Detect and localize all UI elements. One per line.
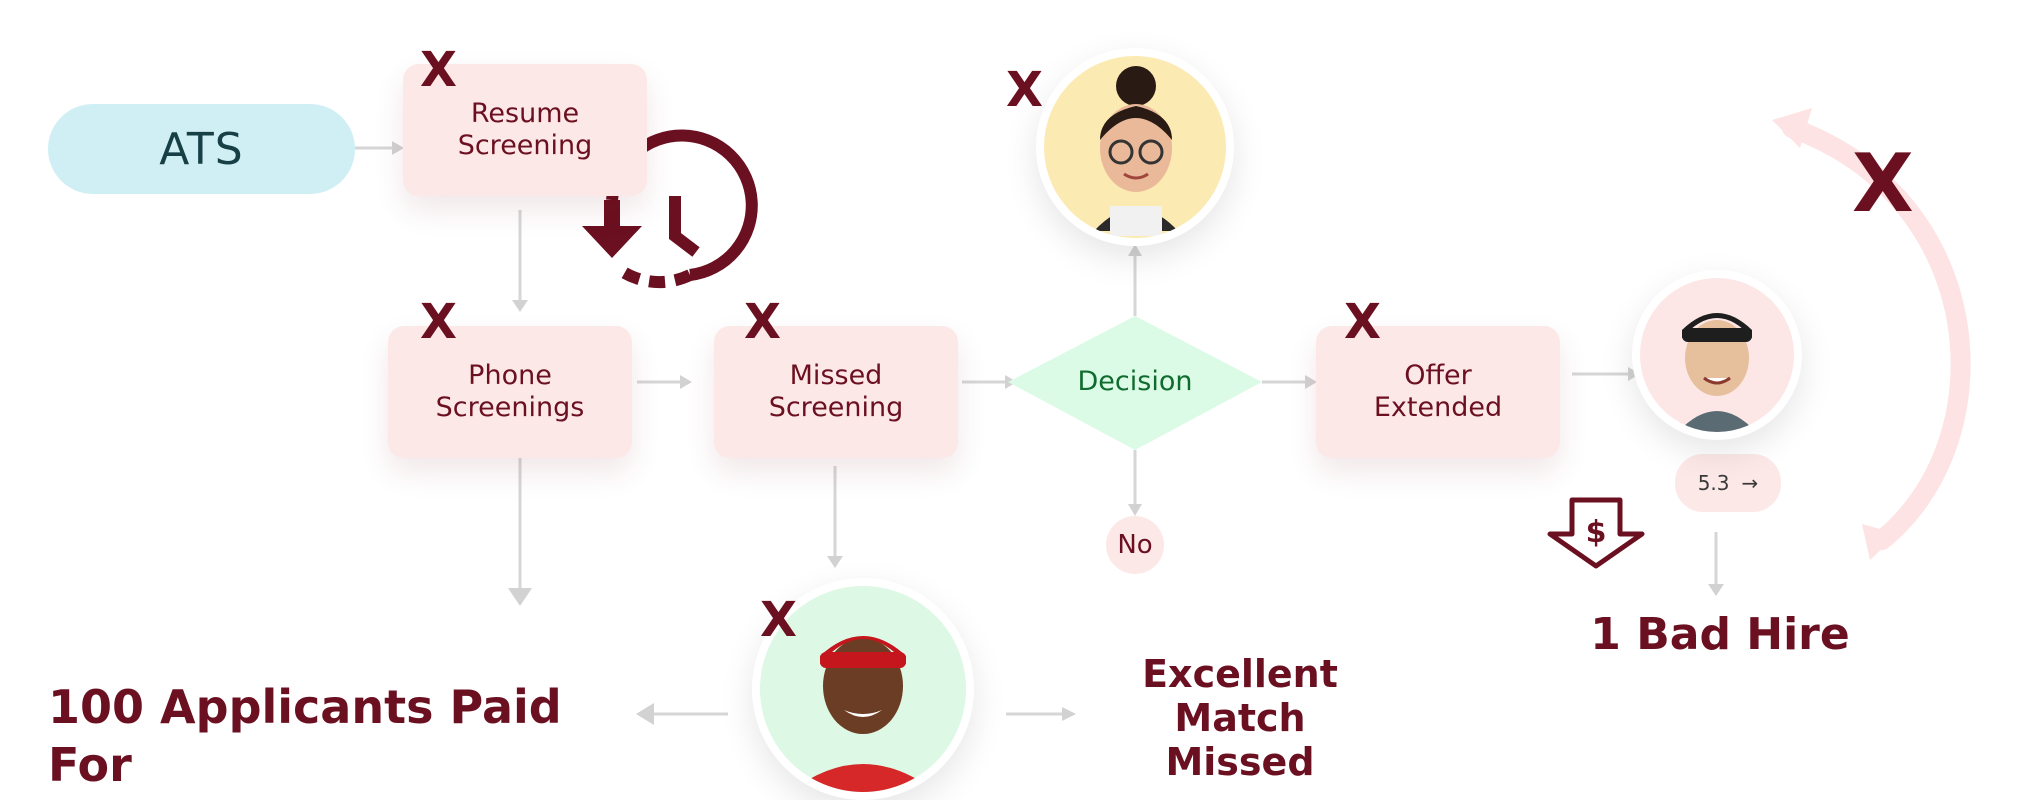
score-badge: 5.3 → [1675,454,1781,512]
return-arrow-icon [1772,108,1971,560]
resume-screening-label: Resume Screening [457,98,593,161]
applicants-paid-text: 100 Applicants Paid For [48,680,562,792]
ats-label: ATS [159,123,244,175]
phone-screenings-label: Phone Screenings [435,360,585,423]
man-red-cap-portrait-icon [790,636,936,792]
arrowheads [392,141,1724,725]
offer-extended-node: Offer Extended [1316,326,1560,458]
resume-screening-node: Resume Screening [403,64,647,196]
arrow-right-icon: → [1741,471,1759,495]
connectors [355,146,1718,716]
x-mark-missed: X [744,294,782,350]
x-mark-woman: X [1006,62,1044,118]
cost-down-icon: $ [1547,497,1645,569]
x-mark-resume: X [420,42,458,98]
phone-screenings-node: Phone Screenings [388,326,632,458]
no-node: No [1106,516,1164,574]
woman-portrait-icon [1094,66,1178,236]
avatar-woman [1036,48,1234,246]
ats-node: ATS [48,104,355,194]
man-portrait-icon [1678,313,1756,432]
decision-diamond [1008,316,1262,450]
svg-text:$: $ [1586,515,1607,550]
decision-label: Decision [1077,366,1193,397]
avatar-man-red [752,578,974,800]
x-mark-man-red: X [760,592,798,648]
x-mark-offer: X [1344,294,1382,350]
bad-hire-text: 1 Bad Hire [1590,609,1850,660]
avatar-man-cap [1632,270,1802,440]
score-value: 5.3 [1697,471,1730,495]
missed-screening-node: Missed Screening [714,326,958,458]
x-mark-return: X [1852,137,1914,230]
missed-screening-label: Missed Screening [768,360,904,423]
offer-extended-label: Offer Extended [1373,360,1503,423]
no-label: No [1117,530,1153,560]
excellent-match-text: Excellent Match Missed [1142,652,1338,784]
x-mark-phone: X [420,294,458,350]
